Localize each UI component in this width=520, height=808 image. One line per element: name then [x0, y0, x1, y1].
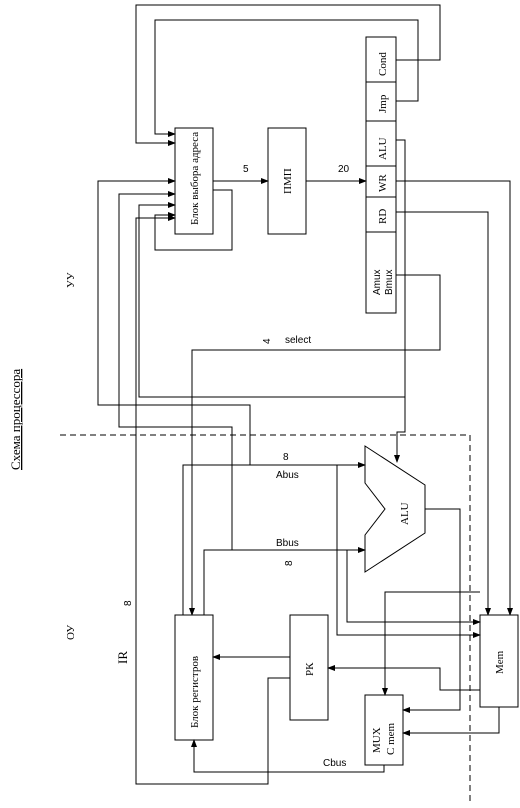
wire-addr-self-loop — [154, 189, 233, 251]
wire-alu-control — [394, 139, 406, 463]
field-rd-label: RD — [377, 209, 389, 224]
wire-rd-to-mem — [396, 211, 491, 616]
register-block-label: Блок регистров — [189, 656, 201, 728]
wire-select — [189, 274, 441, 616]
c-mem-label: C mem — [385, 722, 397, 755]
field-alu-label: ALU — [377, 137, 389, 160]
wire-bbus-to-addr — [118, 191, 233, 550]
rk-label: РК — [304, 662, 316, 676]
alu-label: ALU — [399, 502, 411, 525]
wire-wr-to-mem — [396, 180, 513, 616]
bus-20-label: 20 — [338, 164, 350, 175]
bbus-width-label: 8 — [284, 560, 295, 566]
abus-width-label: 8 — [283, 452, 289, 463]
address-select-block — [174, 127, 214, 235]
wire-cmem-control — [382, 591, 480, 696]
select-width-label: 4 — [262, 338, 273, 344]
bus-5-label: 5 — [243, 164, 249, 175]
wire-abus-to-addr — [97, 178, 251, 465]
cbus-label: Cbus — [323, 758, 346, 769]
field-amux-bmux — [365, 231, 397, 314]
diagram-title: Схема процессора — [8, 369, 23, 470]
field-amux-label: Amux — [372, 269, 383, 295]
section-label-datapath: ОУ — [65, 625, 77, 640]
field-cond-label: Cond — [377, 52, 389, 76]
wire-jmp-loop — [154, 19, 419, 137]
abus-wire — [182, 462, 366, 615]
abus-label: Abus — [276, 470, 299, 481]
ir-wire — [135, 215, 290, 785]
select-label: select — [285, 335, 311, 346]
pmp-label: ПМП — [282, 168, 294, 194]
wire-alu-to-addr — [138, 202, 406, 432]
wire-mem-to-rk — [327, 665, 480, 691]
field-bmux-label: Bmux — [384, 269, 395, 295]
mem-block — [479, 614, 519, 708]
rk-block — [289, 614, 329, 721]
mux-label: MUX — [371, 727, 383, 753]
bbus-label: Bbus — [276, 538, 299, 549]
ir-label: IR — [115, 651, 130, 664]
bbus-wire — [203, 547, 366, 615]
alu-block — [364, 445, 426, 573]
section-divider — [60, 434, 471, 805]
ir-width-label: 8 — [123, 600, 134, 606]
wire-bbus-to-mem — [346, 550, 481, 625]
cbus-wire — [191, 739, 385, 773]
microinstruction-register: Cond Jmp ALU WR RD Amux Bmux — [365, 36, 397, 314]
section-label-control: УУ — [65, 272, 77, 288]
wire-cond-loop — [135, 4, 441, 146]
address-select-label: Блок выбора адреса — [189, 132, 201, 225]
field-jmp-label: Jmp — [377, 94, 389, 113]
wire-alu-to-mux — [402, 508, 461, 713]
field-wr-label: WR — [377, 174, 389, 192]
pmp-block — [267, 127, 307, 235]
wire-mem-to-mux — [402, 707, 500, 736]
wire-abus-to-mem — [336, 465, 481, 638]
mem-label: Mem — [494, 650, 506, 674]
